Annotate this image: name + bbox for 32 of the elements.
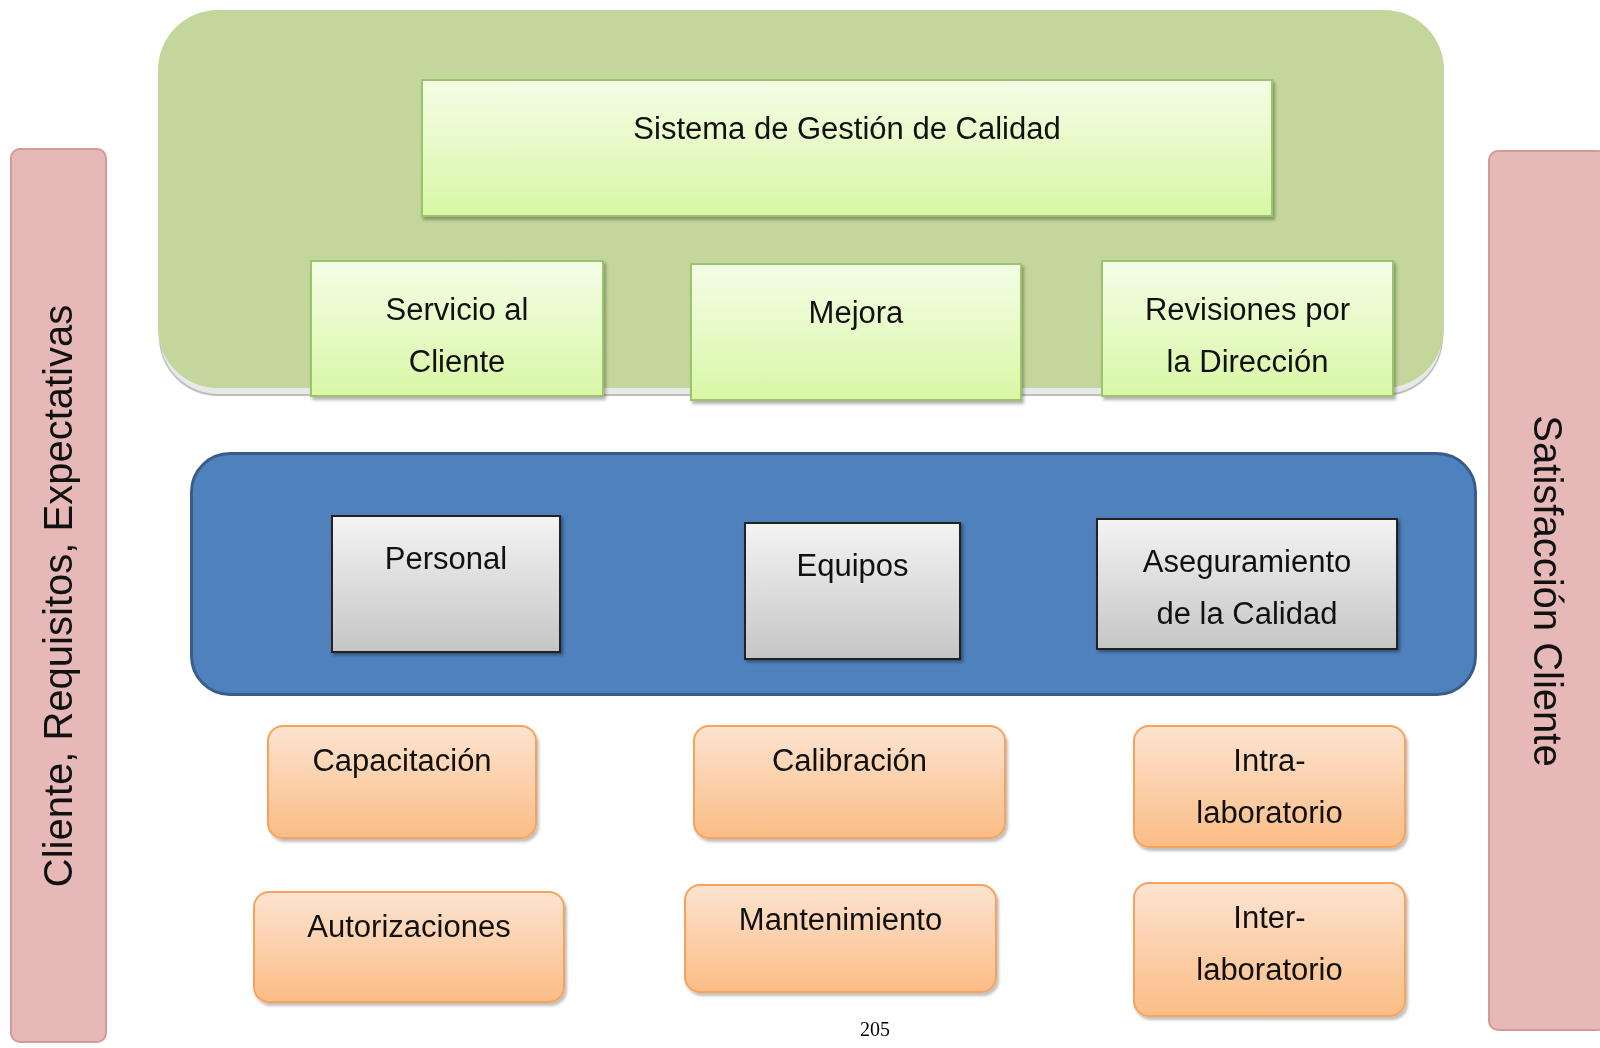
box-label: Calibración (771, 742, 928, 780)
box-label: Capacitación (312, 742, 492, 780)
process-box (1133, 725, 1406, 848)
process-box (1133, 882, 1406, 1017)
box-label: Servicio al Cliente (384, 291, 530, 381)
box-label: Cliente, Requisitos, Expectativas (35, 304, 82, 887)
box-label: Personal (384, 540, 508, 578)
box-label: Sistema de Gestión de Calidad (633, 110, 1061, 148)
process-box (253, 891, 565, 1003)
process-box (267, 725, 537, 839)
side-bar (1488, 150, 1600, 1031)
process-box (331, 515, 561, 653)
panel-background (190, 452, 1477, 696)
process-box (1101, 260, 1394, 397)
process-box (310, 260, 604, 397)
process-box (421, 79, 1273, 217)
box-label: Intra- laboratorio (1195, 742, 1344, 832)
box-label: Equipos (796, 547, 909, 585)
box-label: Mejora (808, 294, 904, 332)
process-box (684, 884, 997, 993)
box-label: Mantenimiento (738, 901, 943, 939)
box-label: Revisiones por la Dirección (1143, 291, 1351, 381)
box-label: Aseguramiento de la Calidad (1141, 543, 1353, 633)
box-label: Inter- laboratorio (1195, 899, 1344, 989)
process-box (1096, 518, 1398, 650)
process-box (690, 263, 1022, 401)
process-box (693, 725, 1006, 839)
process-box (744, 522, 961, 660)
box-label: Autorizaciones (307, 908, 511, 946)
box-label: Satisfacción Cliente (1525, 414, 1571, 767)
side-bar (10, 148, 107, 1043)
page-number: 205 (860, 1018, 890, 1041)
